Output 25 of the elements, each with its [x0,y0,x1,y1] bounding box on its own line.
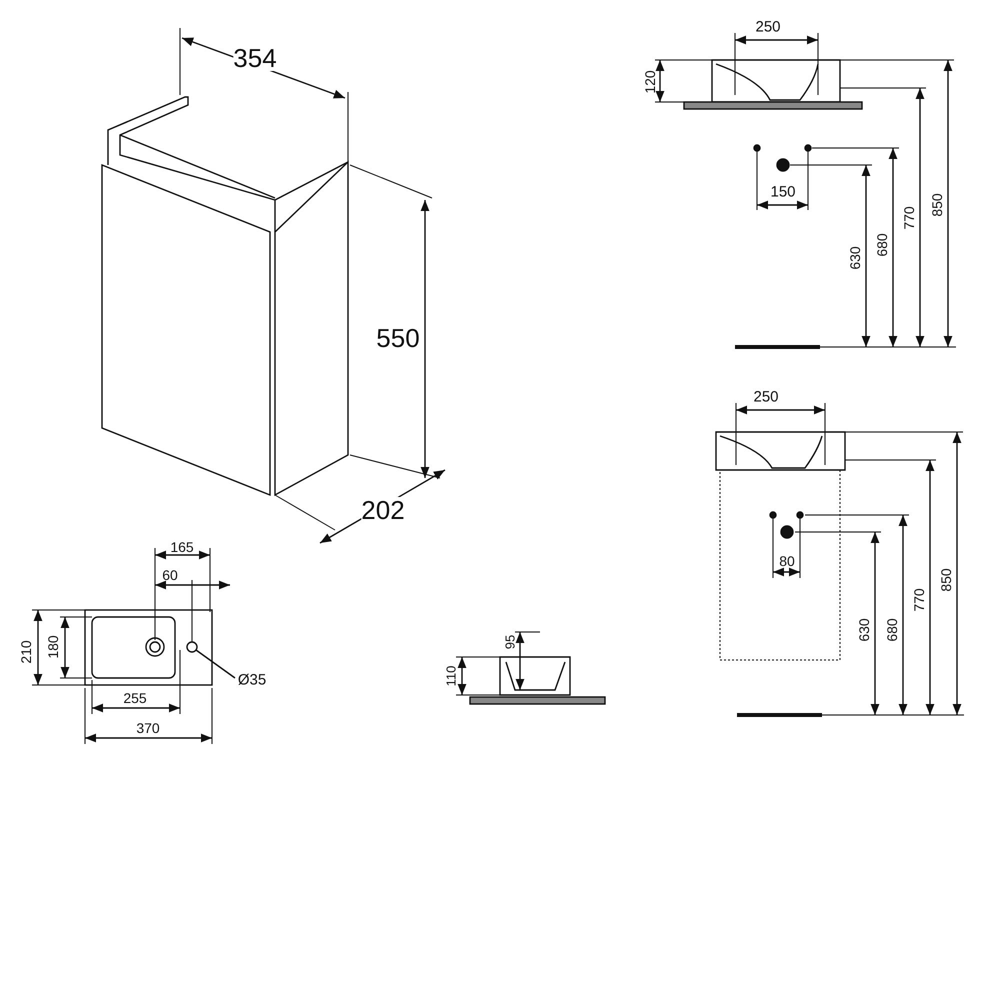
dimension-label: Ø35 [238,672,266,688]
dimension-label: 680 [885,618,899,642]
dimension-label: 80 [779,554,795,568]
dimension-label: 770 [912,588,926,612]
dimension-label: 95 [504,634,516,650]
leader-line [196,649,236,679]
dimension-label: 770 [902,206,916,230]
dimension-label: 255 [123,691,147,705]
dimension-label: 630 [848,246,862,270]
dimension-label: 180 [46,635,60,659]
dimension-label: 630 [857,618,871,642]
tap-hole [186,641,198,653]
dimension-label: 680 [875,233,889,257]
dimension-label: 850 [930,193,944,217]
dimension-label: 165 [170,540,194,554]
dimension-label: 120 [643,70,657,94]
dimension-label: 850 [939,568,953,592]
dimension-label: 202 [361,497,405,523]
dimension-label: 250 [755,20,781,34]
dimension-label: 250 [753,390,779,404]
dimension-label: 60 [162,568,178,582]
dimension-label: 150 [770,184,796,200]
dimension-label: 210 [19,640,33,664]
dimension-label: 370 [136,721,160,735]
dimension-label: 110 [444,666,458,686]
